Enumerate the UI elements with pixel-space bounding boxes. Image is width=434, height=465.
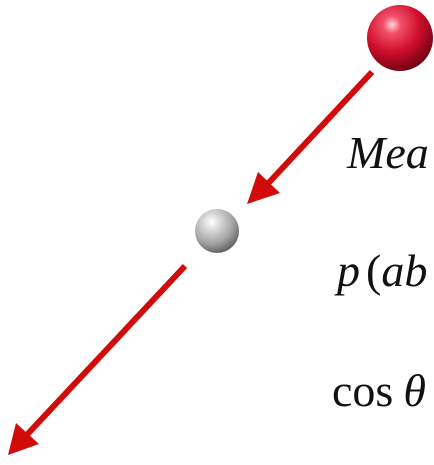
cosine-var: θ [403,365,426,416]
outgoing-arrowhead [8,423,39,455]
incoming-arrow-shaft [259,69,375,193]
measured-label: Mea [347,127,429,178]
probability-var: ab [381,245,428,296]
probability-paren: ( [366,245,382,296]
probability-label: p(ab [337,248,427,294]
red-sphere-icon [367,5,433,71]
gray-sphere-icon [195,209,239,253]
cosine-func: cos [332,365,394,416]
outgoing-arrow-shaft [19,263,188,443]
probability-prefix: p [337,245,360,296]
incoming-arrowhead [247,172,280,204]
